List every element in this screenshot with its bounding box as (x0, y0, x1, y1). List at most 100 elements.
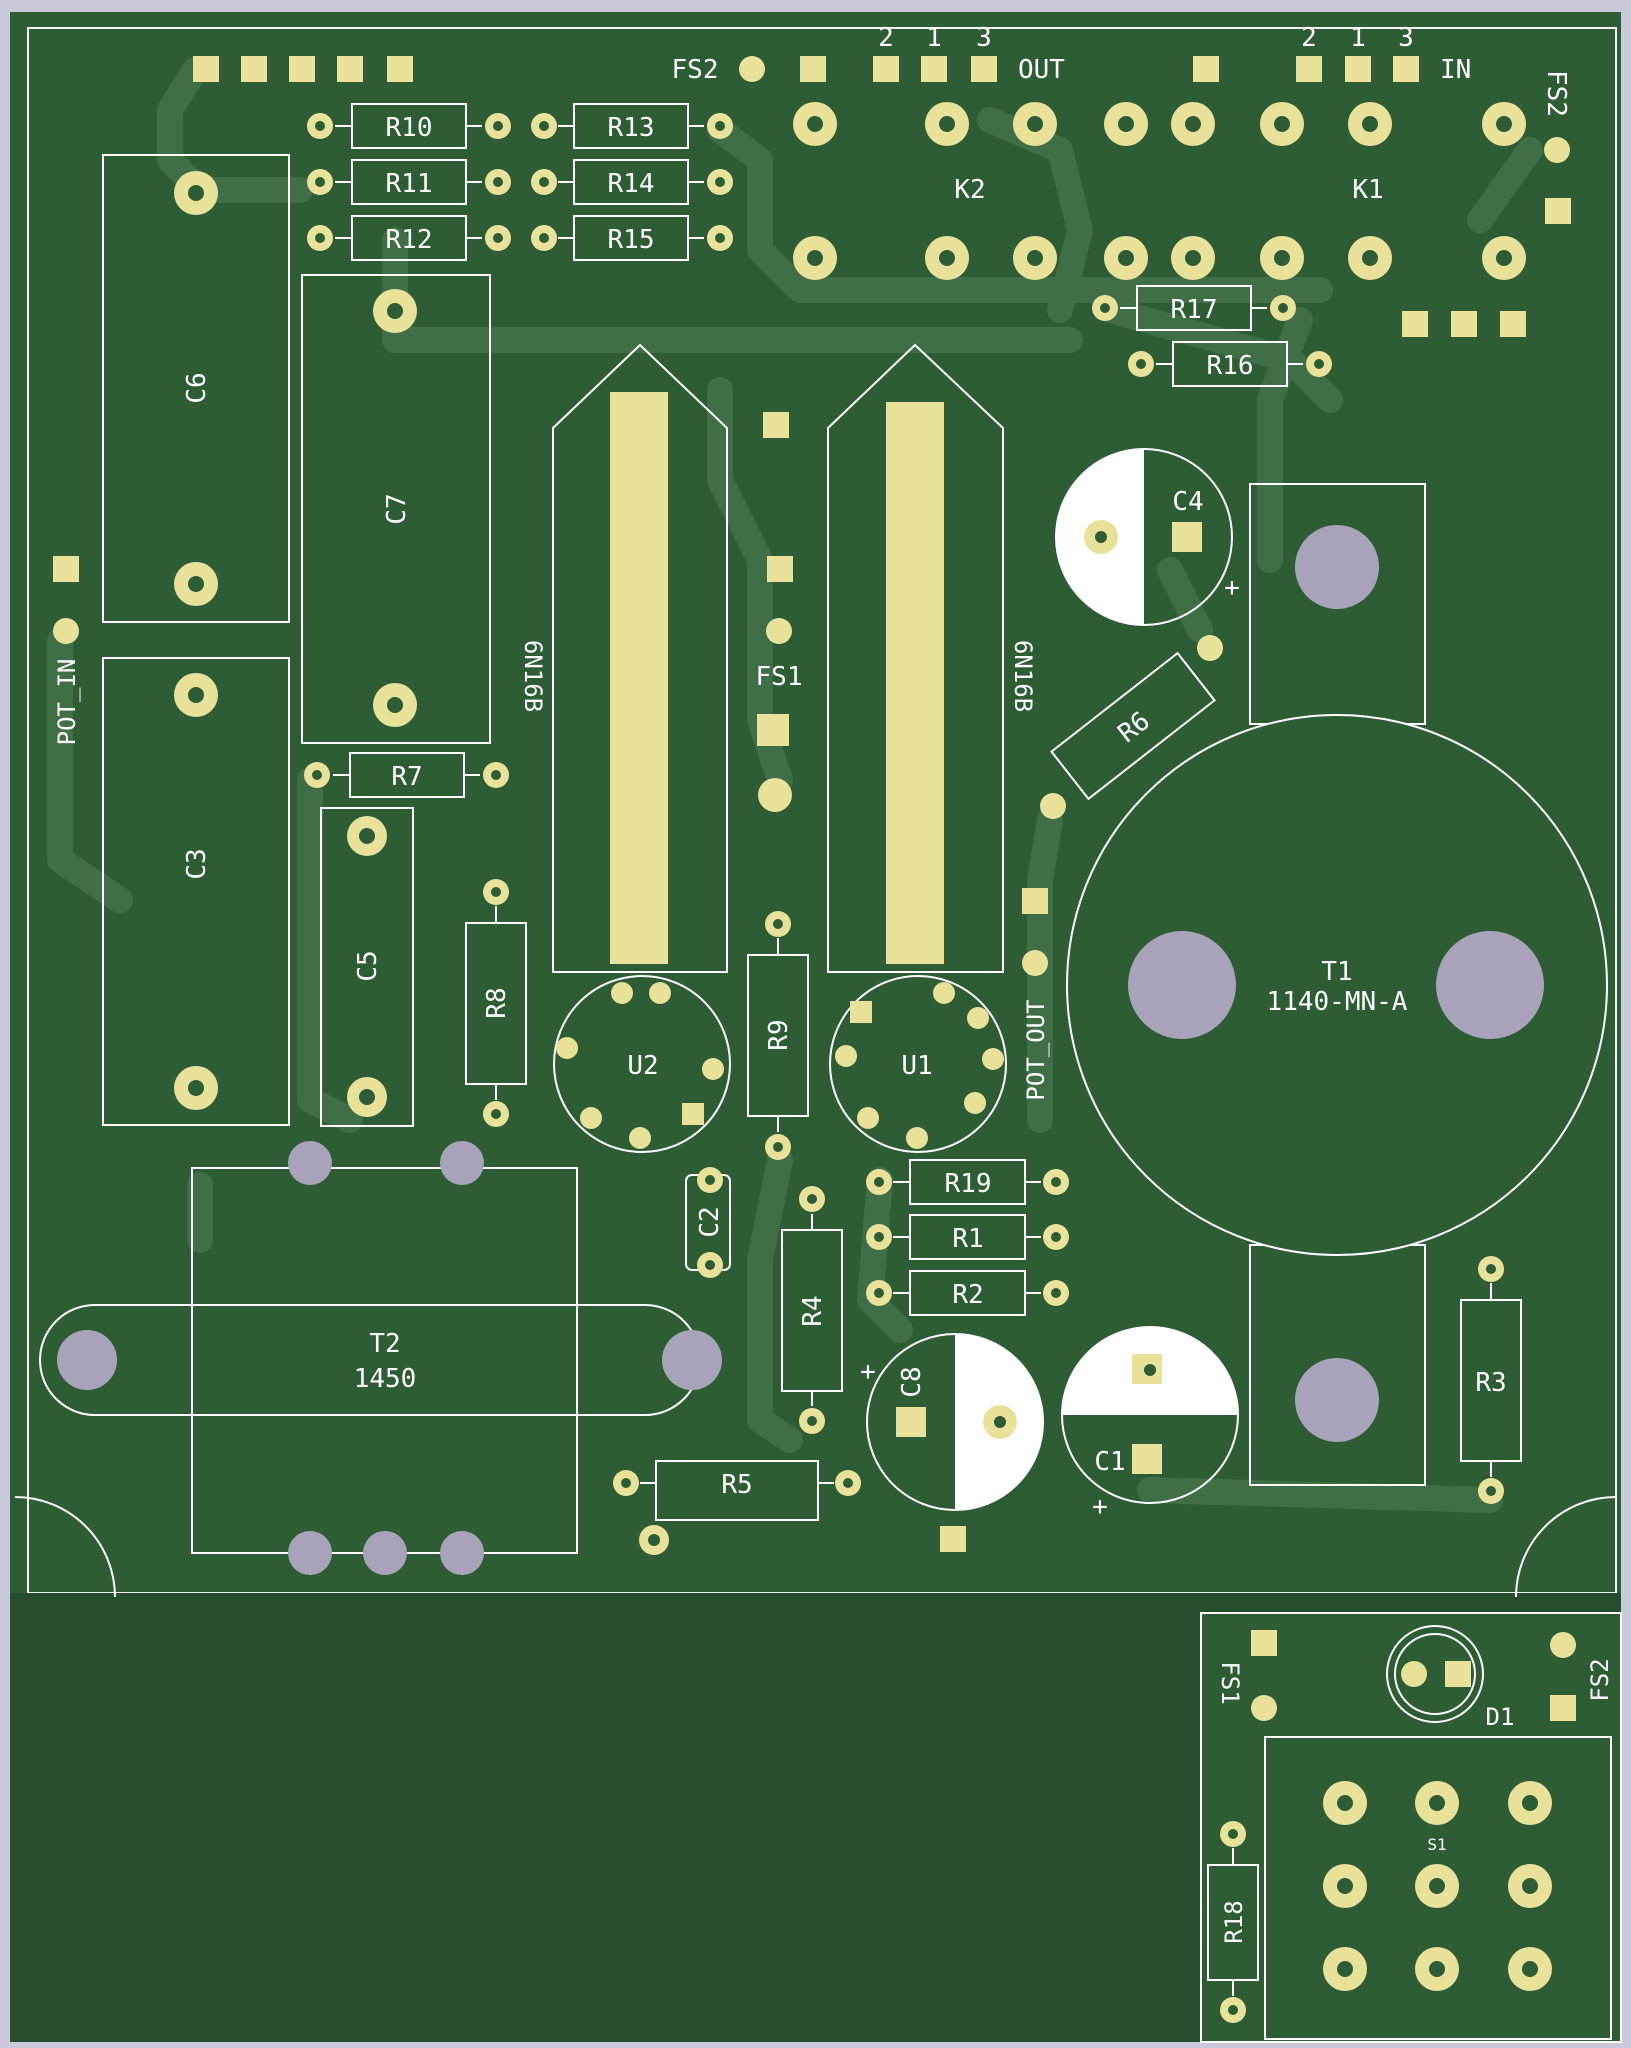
in-pin3-label: 3 (1398, 23, 1414, 53)
pad-large-round (758, 778, 792, 812)
resistor-r4: R4 (781, 1186, 843, 1434)
r17-label: R17 (1171, 295, 1218, 325)
capacitor-c8: C8 + (860, 1333, 1044, 1511)
resistor-r11: R11 (307, 159, 511, 205)
fs2-top-square-pad (800, 56, 826, 82)
resistor-r3: R3 (1460, 1256, 1522, 1504)
socket-u1: U1 (829, 975, 1007, 1153)
board-corner-arc-right (1515, 1496, 1617, 1598)
resistor-r5: R5 (613, 1460, 861, 1521)
u1-label: U1 (901, 1051, 932, 1081)
r16-label: R16 (1207, 351, 1254, 381)
r10-label: R10 (386, 113, 433, 143)
fs2-right-pad (1544, 137, 1570, 163)
switch-board: FS1 FS2 D1 S1 (1200, 1612, 1622, 2043)
r9-label: R9 (764, 1019, 794, 1050)
r6-pad-bottom (1040, 793, 1066, 819)
c6-label: C6 (182, 372, 212, 403)
t2-value-label: 1450 (354, 1364, 417, 1394)
in-label: IN (1440, 55, 1471, 85)
resistor-r12: R12 (307, 215, 511, 261)
fs1-mid-label: FS1 (756, 662, 803, 692)
capacitor-c4: C4 + (1055, 448, 1240, 626)
resistor-r16: R16 (1128, 341, 1332, 387)
out-pin3-label: 3 (976, 23, 992, 53)
resistor-r15: R15 (531, 215, 733, 261)
relay-k2: K2 (793, 102, 1057, 280)
pot-in-square-pad (53, 556, 79, 582)
out-label: OUT (1018, 55, 1065, 85)
in-pin1-label: 1 (1350, 23, 1366, 53)
fs2-right-label: FS2 (1541, 70, 1571, 117)
out-connector: 2 1 3 OUT (873, 23, 1065, 85)
r18-label: R18 (1220, 1900, 1248, 1943)
pad-below-r5-hole (648, 1534, 660, 1546)
fs2-top-label: FS2 (672, 55, 719, 85)
resistor-r2: R2 (866, 1270, 1069, 1316)
c1-plus-label: + (1092, 1492, 1108, 1522)
fs1-square-pad (767, 556, 793, 582)
d1-label: D1 (1486, 1703, 1515, 1731)
c3-label: C3 (182, 848, 212, 879)
out-pin2-label: 2 (878, 23, 894, 53)
r8-label: R8 (482, 987, 512, 1018)
c8-plus-label: + (860, 1357, 876, 1387)
pot-in-label: POT_IN (53, 659, 81, 746)
transformer-t2: T2 1450 (39, 1141, 722, 1575)
relay-k1: K1 (1104, 102, 1526, 280)
r14-label: R14 (608, 169, 655, 199)
s1-label: S1 (1427, 1835, 1446, 1854)
r3-label: R3 (1475, 1368, 1506, 1398)
c1-label: C1 (1094, 1447, 1125, 1477)
fs1-round-pad (766, 618, 792, 644)
board-corner-arc-left (14, 1496, 116, 1598)
pot-out-round-pad (1022, 950, 1048, 976)
c2-label: C2 (695, 1206, 725, 1237)
capacitor-c6: C6 (102, 154, 290, 623)
pot-out-label: POT_OUT (1022, 999, 1050, 1100)
r1-label: R1 (952, 1224, 983, 1254)
capacitor-c2: C2 (685, 1167, 731, 1278)
r5-label: R5 (721, 1470, 752, 1500)
tube-6n16b-left: 6N16B (519, 343, 728, 973)
resistor-r7: R7 (304, 752, 509, 798)
single-pad-top (1193, 56, 1219, 82)
resistor-r13: R13 (531, 103, 733, 149)
resistor-r18: R18 (1207, 1821, 1259, 2023)
k1-label: K1 (1352, 175, 1383, 205)
resistor-r8: R8 (465, 879, 527, 1127)
transformer-t1: T1 1140-MN-A (1066, 483, 1608, 1486)
tube1-label: 6N16B (1009, 640, 1037, 712)
tube2-label: 6N16B (519, 640, 547, 712)
t2-ref-label: T2 (369, 1329, 400, 1359)
pad-below-c8 (940, 1526, 966, 1552)
t1-ref-label: T1 (1321, 957, 1352, 987)
capacitor-c3: C3 (102, 657, 290, 1126)
c4-plus-label: + (1224, 573, 1240, 603)
in-pin2-label: 2 (1301, 23, 1317, 53)
r6-pad-top (1197, 635, 1223, 661)
c5-label: C5 (353, 950, 383, 981)
r19-label: R19 (945, 1169, 992, 1199)
fs1-small-label: FS1 (1216, 1661, 1244, 1704)
resistor-r19: R19 (866, 1159, 1069, 1205)
r13-label: R13 (608, 113, 655, 143)
pot-in-round-pad (53, 618, 79, 644)
pot-out-square-pad (1022, 888, 1048, 914)
resistor-r17: R17 (1092, 285, 1296, 331)
t1-value-label: 1140-MN-A (1267, 987, 1408, 1017)
fs2-top-pad (739, 56, 765, 82)
out-pin1-label: 1 (926, 23, 942, 53)
c8-label: C8 (897, 1366, 927, 1397)
fs1-top-square-pad (763, 412, 789, 438)
r2-label: R2 (952, 1280, 983, 1310)
resistor-r9: R9 (747, 911, 809, 1160)
socket-u2: U2 (553, 975, 731, 1153)
fs2-small-label: FS2 (1586, 1658, 1614, 1701)
r12-label: R12 (386, 225, 433, 255)
c4-label: C4 (1172, 487, 1203, 517)
switch-s1: S1 (1323, 1781, 1552, 1991)
r11-label: R11 (386, 169, 433, 199)
r4-label: R4 (798, 1295, 828, 1326)
